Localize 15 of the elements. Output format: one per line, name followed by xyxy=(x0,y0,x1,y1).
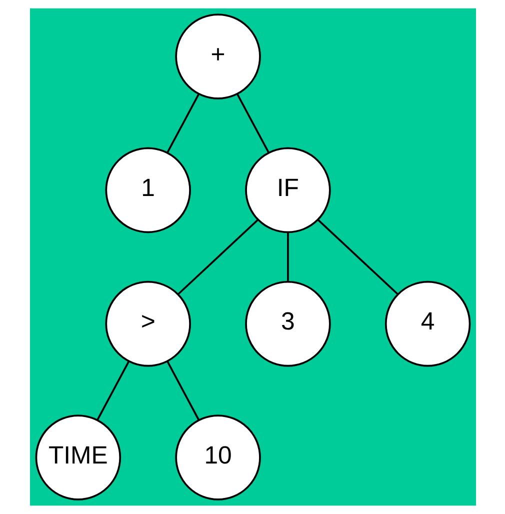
node-circle: 1 xyxy=(104,147,190,234)
connector xyxy=(177,219,258,295)
node-circle: IF xyxy=(244,147,330,234)
connector xyxy=(166,94,199,153)
node-circle: 4 xyxy=(384,280,470,367)
node-circle: 10 xyxy=(174,414,260,500)
connector xyxy=(166,361,199,420)
connector xyxy=(236,94,269,153)
connector xyxy=(317,219,398,295)
connector xyxy=(96,361,129,420)
node-circle: TIME xyxy=(34,414,121,500)
connector xyxy=(286,232,288,282)
node-circle: + xyxy=(174,14,260,100)
node-circle: 3 xyxy=(244,280,330,367)
node-circle: > xyxy=(104,280,190,367)
